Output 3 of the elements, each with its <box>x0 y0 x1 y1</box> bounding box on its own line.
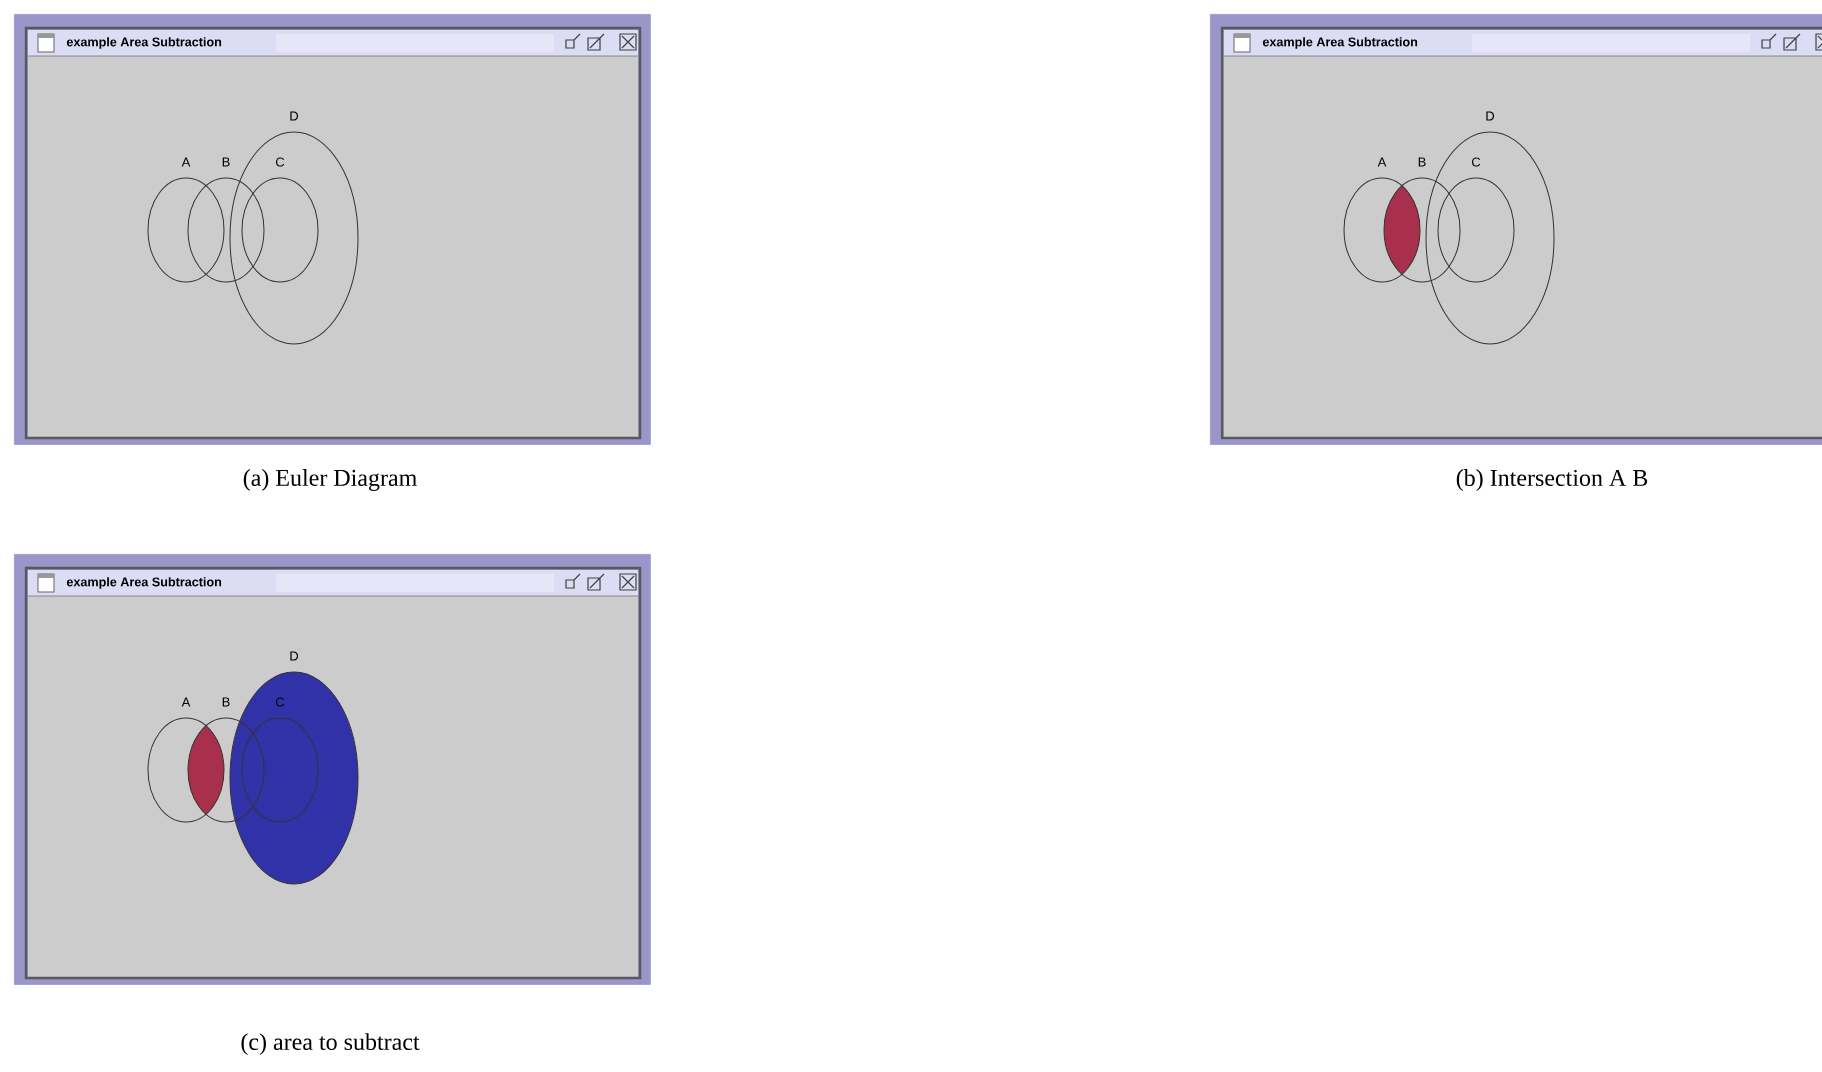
node-label: (b) Intersection A B <box>1456 469 1648 491</box>
node-label: (c) area to subtract <box>241 1033 420 1055</box>
node-label: (a) Euler Diagram <box>243 469 417 491</box>
